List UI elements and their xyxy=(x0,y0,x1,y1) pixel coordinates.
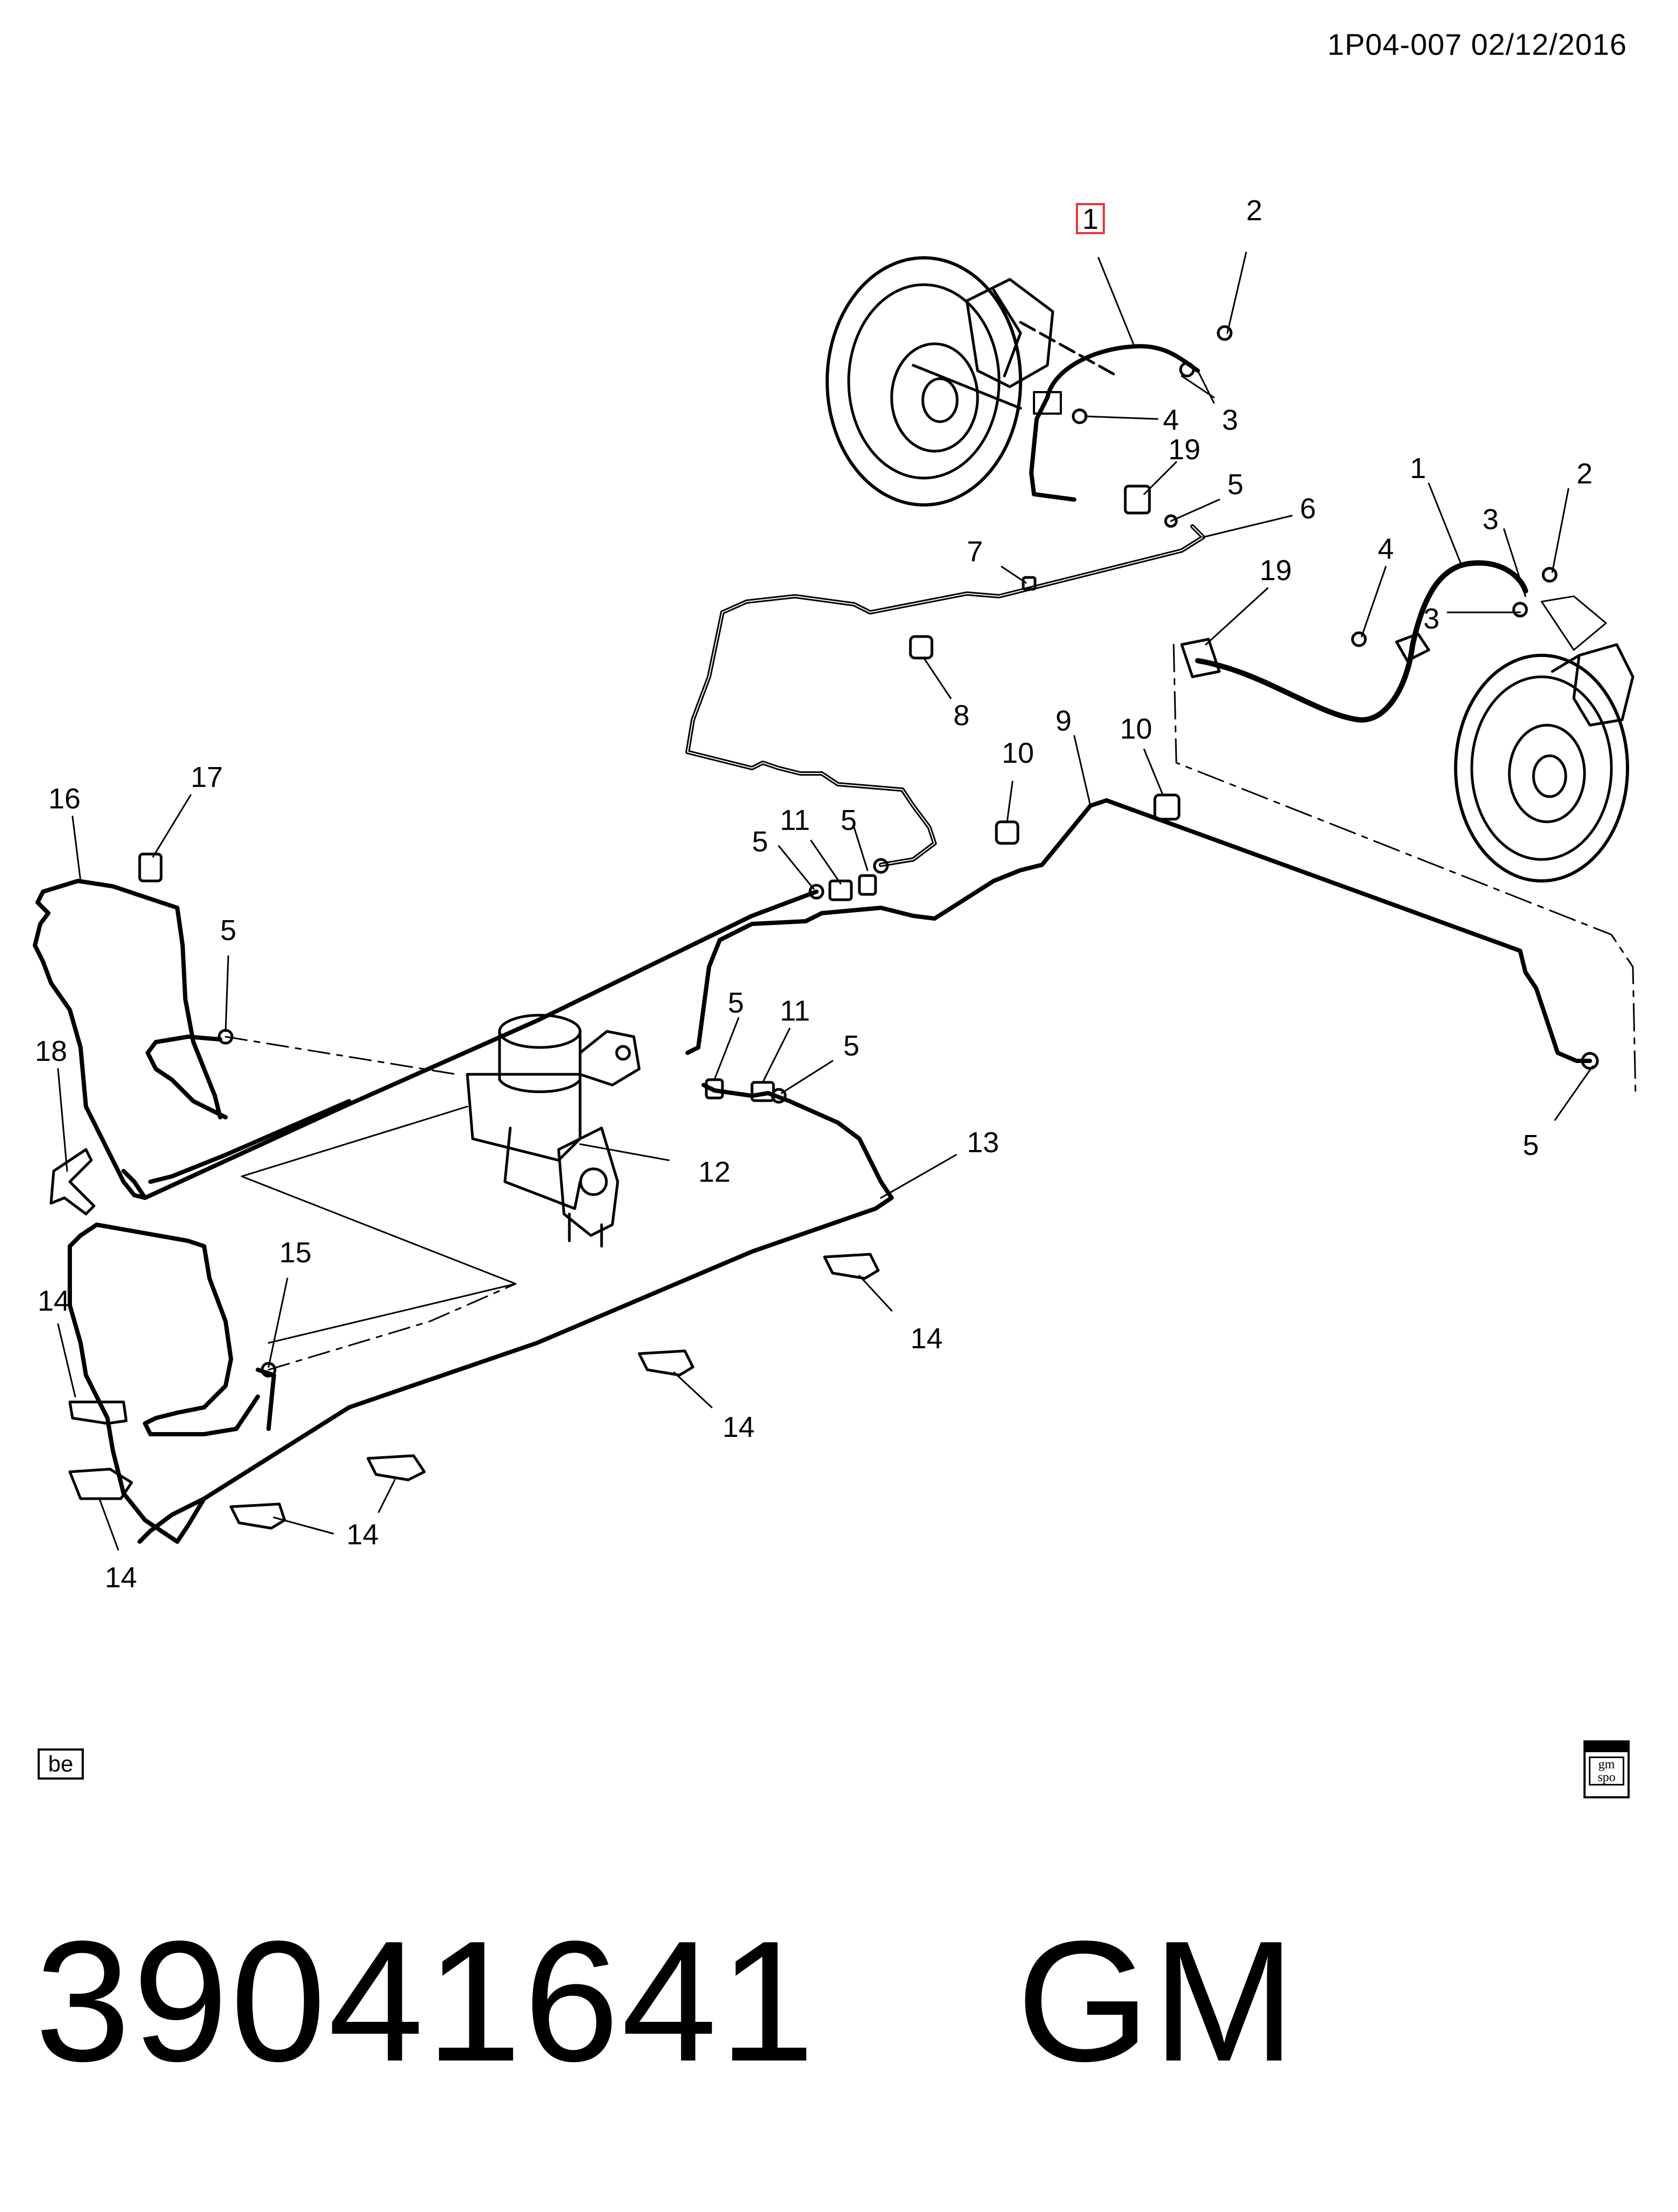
callout-label: 3 xyxy=(1222,404,1238,436)
callout-label: 2 xyxy=(1576,458,1593,490)
brake-pipe-16 xyxy=(33,879,819,1200)
callout-label: 3 xyxy=(1482,503,1499,536)
clip-18 xyxy=(49,1148,96,1216)
callout-label: 2 xyxy=(1246,194,1262,227)
callout-label: 8 xyxy=(953,699,970,732)
rear-brake-assembly xyxy=(1454,643,1634,883)
drawing-reference: 1P04-007 02/12/2016 xyxy=(1327,27,1627,61)
callout-label: 6 xyxy=(1300,493,1316,525)
callout-label: 5 xyxy=(841,804,857,836)
callout-label: 19 xyxy=(1260,554,1292,587)
gm-spo-logo: gm spo xyxy=(1583,1740,1630,1798)
callout-label: 14 xyxy=(722,1411,755,1443)
callout-label: 17 xyxy=(191,761,223,793)
callout-label: 11 xyxy=(780,804,810,836)
callout-label: 1 xyxy=(1082,203,1098,235)
callout-label: 4 xyxy=(1163,404,1179,436)
callout-label: 11 xyxy=(780,995,810,1027)
brake-pipe-9 xyxy=(685,798,1592,1063)
callout-label: 5 xyxy=(728,987,744,1019)
front-brake-hose xyxy=(1045,344,1200,400)
callout-label: 19 xyxy=(1168,433,1200,466)
callout-label: 5 xyxy=(1523,1129,1539,1161)
part-number: 39041641 GM xyxy=(35,1905,1298,2097)
callout-label: 10 xyxy=(1002,737,1034,769)
highlight-box xyxy=(1076,203,1105,234)
brake-pipe-13 xyxy=(138,1083,894,1544)
callout-label: 14 xyxy=(38,1285,70,1317)
callout-label: 9 xyxy=(1055,705,1072,737)
callout-label: 13 xyxy=(967,1126,999,1159)
callout-label: 18 xyxy=(35,1035,67,1067)
callout-label: 1 xyxy=(1410,452,1426,485)
callout-label: 7 xyxy=(967,536,983,568)
callout-label: 5 xyxy=(843,1030,859,1062)
callout-label: 5 xyxy=(220,914,236,946)
callout-label: 10 xyxy=(1120,713,1152,745)
clip-14 xyxy=(366,1454,426,1481)
clip-14 xyxy=(68,1468,133,1500)
callout-label: 3 xyxy=(1423,603,1440,635)
callout-label: 4 xyxy=(1378,533,1394,565)
callout-label: 16 xyxy=(48,783,81,815)
clip-14 xyxy=(68,1400,128,1425)
logo-text: gm spo xyxy=(1589,1756,1624,1785)
callout-label: 5 xyxy=(752,826,768,858)
brake-pipe-6 xyxy=(685,524,1205,867)
callout-leaders xyxy=(57,251,1594,1551)
callout-label: 12 xyxy=(698,1156,730,1188)
clip-14 xyxy=(229,1502,286,1530)
callout-label: 15 xyxy=(279,1237,312,1269)
rear-brake-hose xyxy=(1195,560,1528,723)
callout-label: 14 xyxy=(910,1322,943,1355)
callout-label: 14 xyxy=(105,1562,137,1594)
front-brake-assembly xyxy=(826,256,1119,507)
clip-14 xyxy=(823,1253,880,1280)
callout-label: 5 xyxy=(1227,468,1243,501)
clip-14 xyxy=(638,1349,695,1377)
abs-module xyxy=(466,1014,641,1248)
callout-label: 14 xyxy=(346,1519,379,1551)
view-code-box: be xyxy=(38,1748,84,1780)
